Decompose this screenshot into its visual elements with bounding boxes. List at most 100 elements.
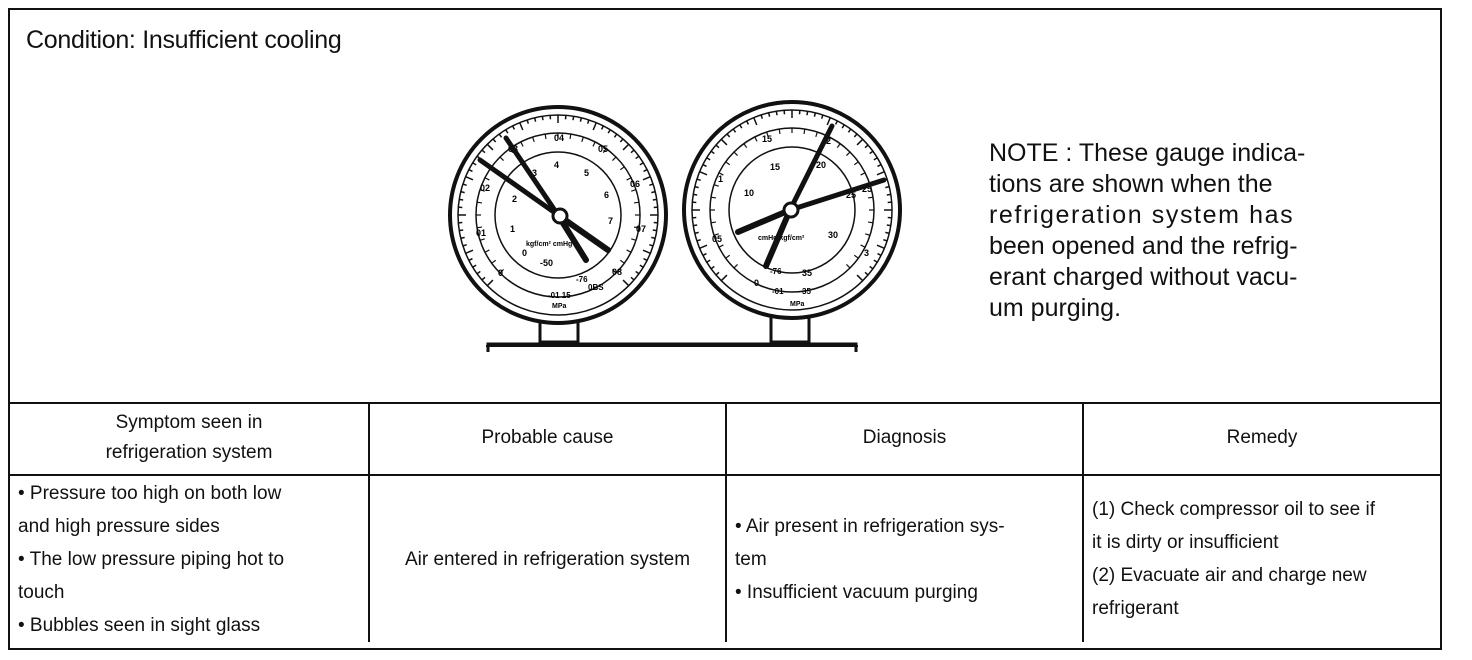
gauge-tick xyxy=(803,128,806,135)
gauge-tick xyxy=(519,122,524,131)
gauge-tick xyxy=(778,128,781,135)
header-diagnosis: Diagnosis xyxy=(725,402,1084,476)
gauge-tick xyxy=(725,254,731,259)
gauge-tick xyxy=(733,264,738,269)
high-inner-label: 10 xyxy=(744,188,754,198)
gauge-tick xyxy=(865,233,871,236)
high-outer-label: 15 xyxy=(762,134,772,144)
gauge-tick xyxy=(775,111,778,116)
gauge-tick xyxy=(476,201,483,204)
gauge-tick xyxy=(856,274,864,282)
gauge-tick xyxy=(856,138,864,146)
low-center-text: kgf/cm² cmHg xyxy=(526,241,572,248)
gauge-tick xyxy=(526,119,530,124)
gauge-tick xyxy=(612,269,617,274)
gauge-tick xyxy=(586,119,590,124)
note-line: erant charged without vacu- xyxy=(989,263,1298,291)
gauge-tick xyxy=(710,196,717,199)
gauge-tick xyxy=(699,244,708,249)
gauge-tick xyxy=(864,144,869,149)
gauge-tick xyxy=(602,148,607,154)
gauge-tick xyxy=(642,176,651,181)
gauge-tick xyxy=(877,252,882,257)
gauge-tick xyxy=(702,163,707,168)
low-inner-label: 0 xyxy=(522,248,527,258)
gauge-tick xyxy=(834,120,839,125)
low-outer-label: 05 xyxy=(598,144,608,154)
note-line: NOTE : These gauge indica- xyxy=(989,139,1306,167)
high-inner-label: 35 xyxy=(802,268,812,278)
high-center-text: cmHg kgf/cm² xyxy=(758,235,805,242)
gauge-tick xyxy=(713,184,719,187)
gauge-tick xyxy=(626,177,632,181)
gauge-tick xyxy=(642,249,651,254)
high-outer-label: 1 xyxy=(718,174,723,184)
note-line: tions are shown when the xyxy=(989,170,1273,198)
gauge-tick xyxy=(622,143,630,151)
low-inner-label: 4 xyxy=(554,160,559,170)
gauge-tick xyxy=(652,229,657,232)
gauge-tick xyxy=(472,264,477,268)
low-inner-label: 1 xyxy=(510,224,515,234)
low-bottom-label: -01 15 xyxy=(548,291,571,300)
gauge-tick xyxy=(509,148,514,154)
gauge-tick xyxy=(699,171,708,176)
gauge-tick xyxy=(572,116,575,121)
gauge-tick xyxy=(481,276,486,281)
gauge-tick xyxy=(479,238,485,241)
high-inner-label: 25 xyxy=(846,190,856,200)
cause-cell: Air entered in refrigeration system xyxy=(368,474,727,642)
high-bottom-label: 35 xyxy=(802,287,811,296)
gauge-tick xyxy=(569,133,572,140)
high-bottom-label: -01 xyxy=(772,287,784,296)
high-inner-label: -76 xyxy=(770,267,782,276)
remedy-line: it is dirty or insufficient xyxy=(1092,532,1279,553)
gauge-tick xyxy=(499,269,504,274)
gauge-tick xyxy=(592,122,597,131)
gauge-tick xyxy=(869,265,874,270)
gauge-tick xyxy=(694,185,699,189)
gauge-tick xyxy=(533,117,537,122)
illustration-panel: Condition: Insufficient cooling 04 05 06 xyxy=(10,10,1440,404)
low-inner-label: -50 xyxy=(540,258,553,268)
gauge-tick xyxy=(499,156,504,161)
gauge-tick xyxy=(853,254,859,259)
gauge-tick xyxy=(725,161,731,166)
gauge-tick xyxy=(622,279,630,287)
condition-title: Condition: Insufficient cooling xyxy=(26,26,342,54)
gauge-tick xyxy=(743,143,748,149)
gauge-tick xyxy=(696,178,701,182)
low-inner-label: 3 xyxy=(532,168,537,178)
gauge-tick xyxy=(853,161,859,166)
gauge-tick xyxy=(635,155,640,160)
gauge-tick xyxy=(847,128,852,133)
gauge-tick xyxy=(612,156,617,161)
gauge-tick xyxy=(630,149,635,154)
header-symptom: Symptom seen in refrigeration system xyxy=(10,402,370,476)
gauge-tick xyxy=(498,133,503,138)
high-inner-label: 30 xyxy=(828,230,838,240)
gauge-tick xyxy=(867,196,874,199)
gauge-tick xyxy=(541,116,544,121)
low-inner-label: 2 xyxy=(512,194,517,204)
remedy-line: (1) Check compressor oil to see if xyxy=(1092,499,1375,520)
header-cause: Probable cause xyxy=(368,402,727,476)
symptom-line: and high pressure sides xyxy=(18,515,220,537)
gauge-tick xyxy=(718,244,724,248)
gauge-tick xyxy=(484,177,490,181)
gauge-tick xyxy=(486,279,494,287)
gauge-tick xyxy=(869,150,874,155)
table-header-row: Symptom seen in refrigeration system Pro… xyxy=(10,402,1440,476)
gauge-tick xyxy=(607,129,611,134)
high-outer-label: 25 xyxy=(862,184,872,194)
gauge-tick xyxy=(635,270,640,275)
high-needle-hub xyxy=(782,201,800,219)
gauge-tick xyxy=(600,125,605,130)
gauge-tick xyxy=(649,243,654,247)
gauge-tick xyxy=(815,131,818,137)
gauge-tick xyxy=(491,259,497,264)
gauge-tick xyxy=(710,221,717,224)
gauge-tick xyxy=(702,252,707,257)
low-outer-label: 01 xyxy=(476,228,486,238)
gauge-tick xyxy=(459,229,464,232)
